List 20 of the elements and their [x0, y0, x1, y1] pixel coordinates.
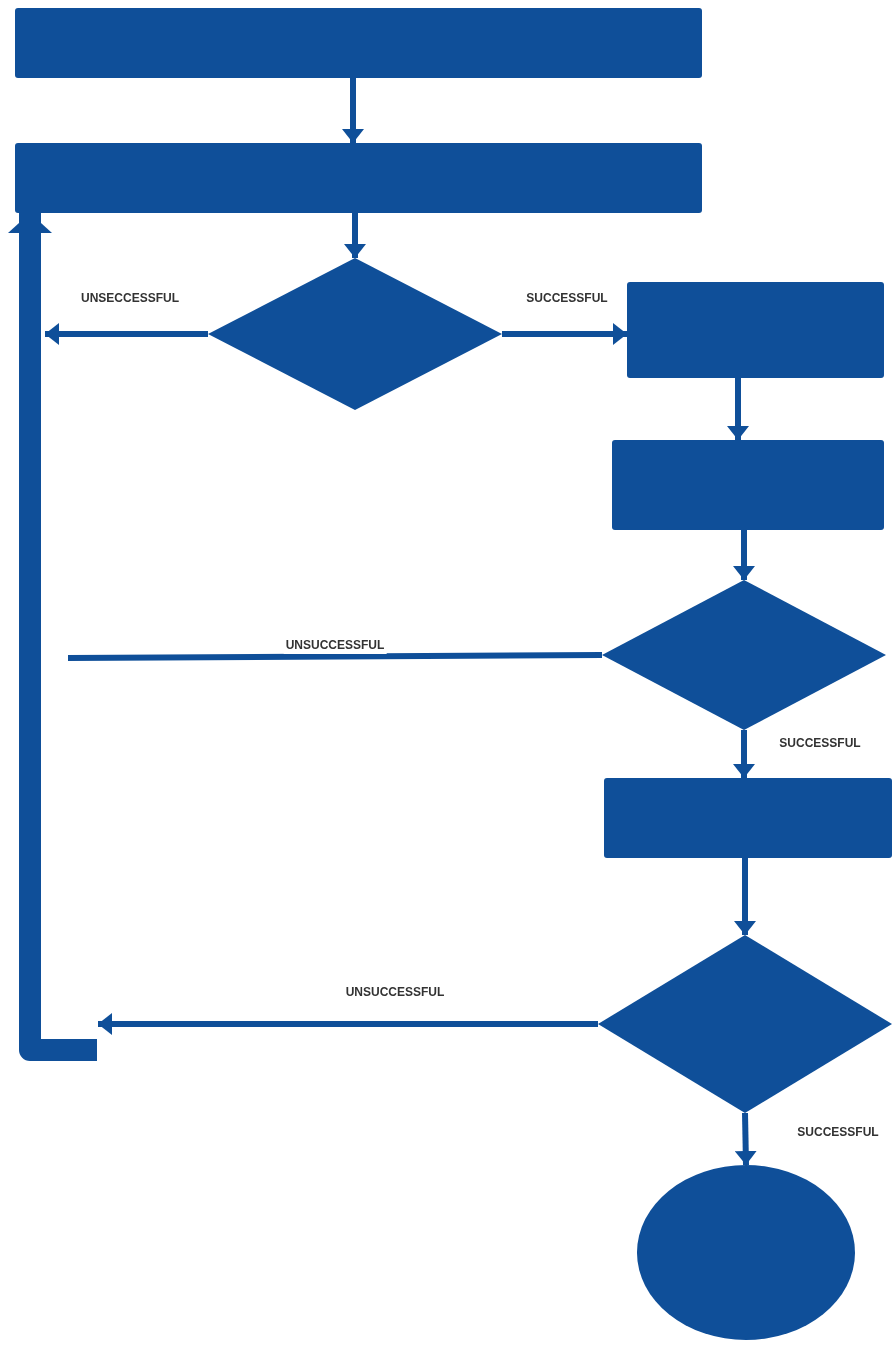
arrow — [733, 730, 755, 778]
arrow — [45, 323, 208, 345]
decision-diamond — [208, 258, 502, 410]
arrow — [734, 858, 756, 935]
process-box — [604, 778, 892, 858]
arrow — [734, 1112, 757, 1166]
decision-diamond — [598, 935, 892, 1113]
arrow — [727, 378, 749, 440]
decision-diamond — [602, 580, 886, 730]
arrow — [98, 1013, 598, 1035]
process-box — [612, 440, 884, 530]
arrow — [502, 323, 627, 345]
process-box — [627, 282, 884, 378]
terminal-ellipse — [637, 1165, 855, 1340]
arrow — [342, 78, 364, 143]
process-box — [15, 143, 702, 213]
arrow — [8, 213, 97, 1061]
arrow — [344, 213, 366, 258]
arrow — [733, 530, 755, 580]
process-box — [15, 8, 702, 78]
